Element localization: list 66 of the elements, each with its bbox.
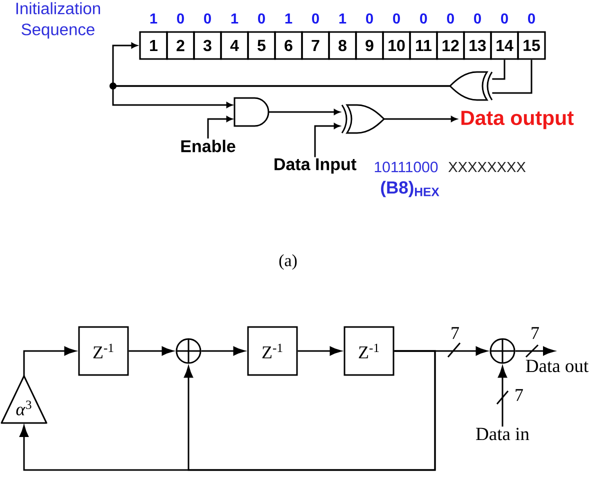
arrow (515, 346, 554, 356)
initial-bit: 0 (258, 13, 265, 24)
arrow (384, 116, 457, 122)
register-cell: 14 (490, 31, 519, 60)
arrow (20, 350, 436, 471)
register-cell: 10 (382, 31, 411, 60)
signal-label: Enable (181, 140, 236, 152)
signal-label: Data out (526, 360, 588, 372)
initial-bit: 0 (366, 13, 373, 24)
adder-circle (490, 338, 516, 364)
bit-sequence: XXXXXXXX (448, 162, 526, 172)
initial-bit: 1 (150, 14, 158, 24)
xor-gate (449, 71, 493, 101)
initial-bit: 0 (393, 13, 400, 24)
gain-triangle: α$^{3}$ (0, 375, 48, 424)
bus-width-label: 7 (450, 326, 460, 340)
initial-bit: 1 (285, 14, 292, 24)
bus-width-label: 7 (514, 388, 524, 402)
delay-box: Z$^{-1}$ (344, 326, 394, 376)
arrow (314, 123, 340, 158)
register-cell: 5 (247, 31, 276, 60)
register-cell: 2 (166, 31, 195, 60)
signal-label: Data in (476, 428, 530, 440)
register-cell: 8 (328, 31, 357, 60)
and-gate (234, 97, 270, 127)
register-cell: 6 (274, 31, 303, 60)
arrow (112, 85, 450, 108)
hex-value: (B8)$_{HEX}$ (381, 180, 440, 198)
register-cell: 13 (463, 31, 492, 60)
register-cell: 7 (301, 31, 330, 60)
register-cell: 1 (139, 31, 168, 60)
arrow (128, 346, 174, 356)
initial-bit: 0 (420, 13, 427, 24)
register-cell: 15 (517, 31, 546, 60)
xor-gate (341, 104, 385, 134)
initial-bit: 0 (528, 13, 535, 24)
initial-bit: 0 (501, 13, 508, 24)
initial-bit: 0 (474, 13, 481, 24)
register-cell: 3 (193, 31, 222, 60)
initial-bit: 0 (312, 13, 319, 24)
delay-box: Z$^{-1}$ (78, 326, 129, 376)
panel-label: (a) (279, 254, 297, 270)
arrow (207, 116, 232, 139)
register-cell: 9 (355, 31, 384, 60)
initial-bit: 1 (231, 14, 238, 24)
delay-box: Z$^{-1}$ (247, 326, 298, 376)
bit-sequence: 10111000 (374, 162, 438, 172)
arrow (201, 346, 245, 356)
initial-bit: 1 (339, 14, 346, 24)
arrow (268, 109, 340, 115)
initial-bit: 0 (447, 13, 454, 24)
register-cell: 12 (436, 31, 465, 60)
initial-bit: 0 (177, 13, 184, 24)
register-cell: 11 (409, 31, 438, 60)
wire (492, 60, 532, 94)
output-label: Data output (461, 110, 574, 130)
sequence-label: Initialization Sequence (16, 2, 100, 39)
arrow (298, 346, 342, 356)
arrow (23, 346, 76, 376)
arrow (498, 366, 507, 427)
bus-width-label: 7 (530, 326, 540, 340)
adder-circle (176, 338, 202, 364)
signal-label: Data Input (274, 158, 356, 174)
register-cell: 4 (220, 31, 249, 60)
wire (492, 60, 506, 80)
initial-bit: 0 (204, 13, 211, 24)
